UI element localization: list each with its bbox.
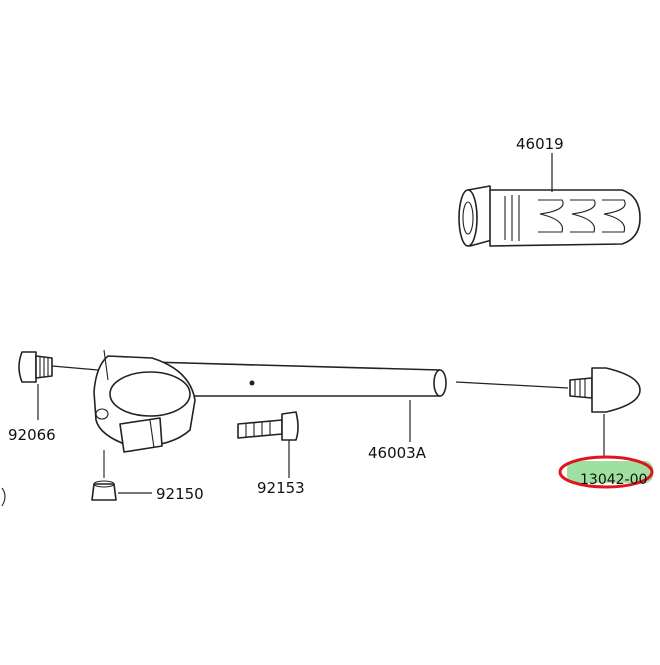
bar-end-leader-a <box>455 381 569 389</box>
part-highlight-ring <box>558 455 654 489</box>
end-plug-illustration <box>18 351 53 383</box>
bar-end-weight-illustration <box>569 367 641 413</box>
handlebar-illustration <box>93 349 447 453</box>
label-end-plug[interactable]: 92066 <box>8 426 56 444</box>
label-grip[interactable]: 46019 <box>516 135 564 153</box>
label-bar-end-weight[interactable]: 13042-00 <box>580 472 647 488</box>
cropped-part-edge <box>1 487 6 507</box>
pinch-bolt-illustration <box>91 450 117 501</box>
part-highlight-fill <box>567 461 653 483</box>
label-clamp-bolt[interactable]: 92153 <box>257 479 305 497</box>
clamp-bolt-illustration <box>237 411 299 441</box>
grip-illustration <box>458 185 641 247</box>
label-pinch-bolt[interactable]: 92150 <box>156 485 204 503</box>
end-plug-leader-a <box>51 365 99 371</box>
label-handlebar[interactable]: 46003A <box>368 444 427 462</box>
